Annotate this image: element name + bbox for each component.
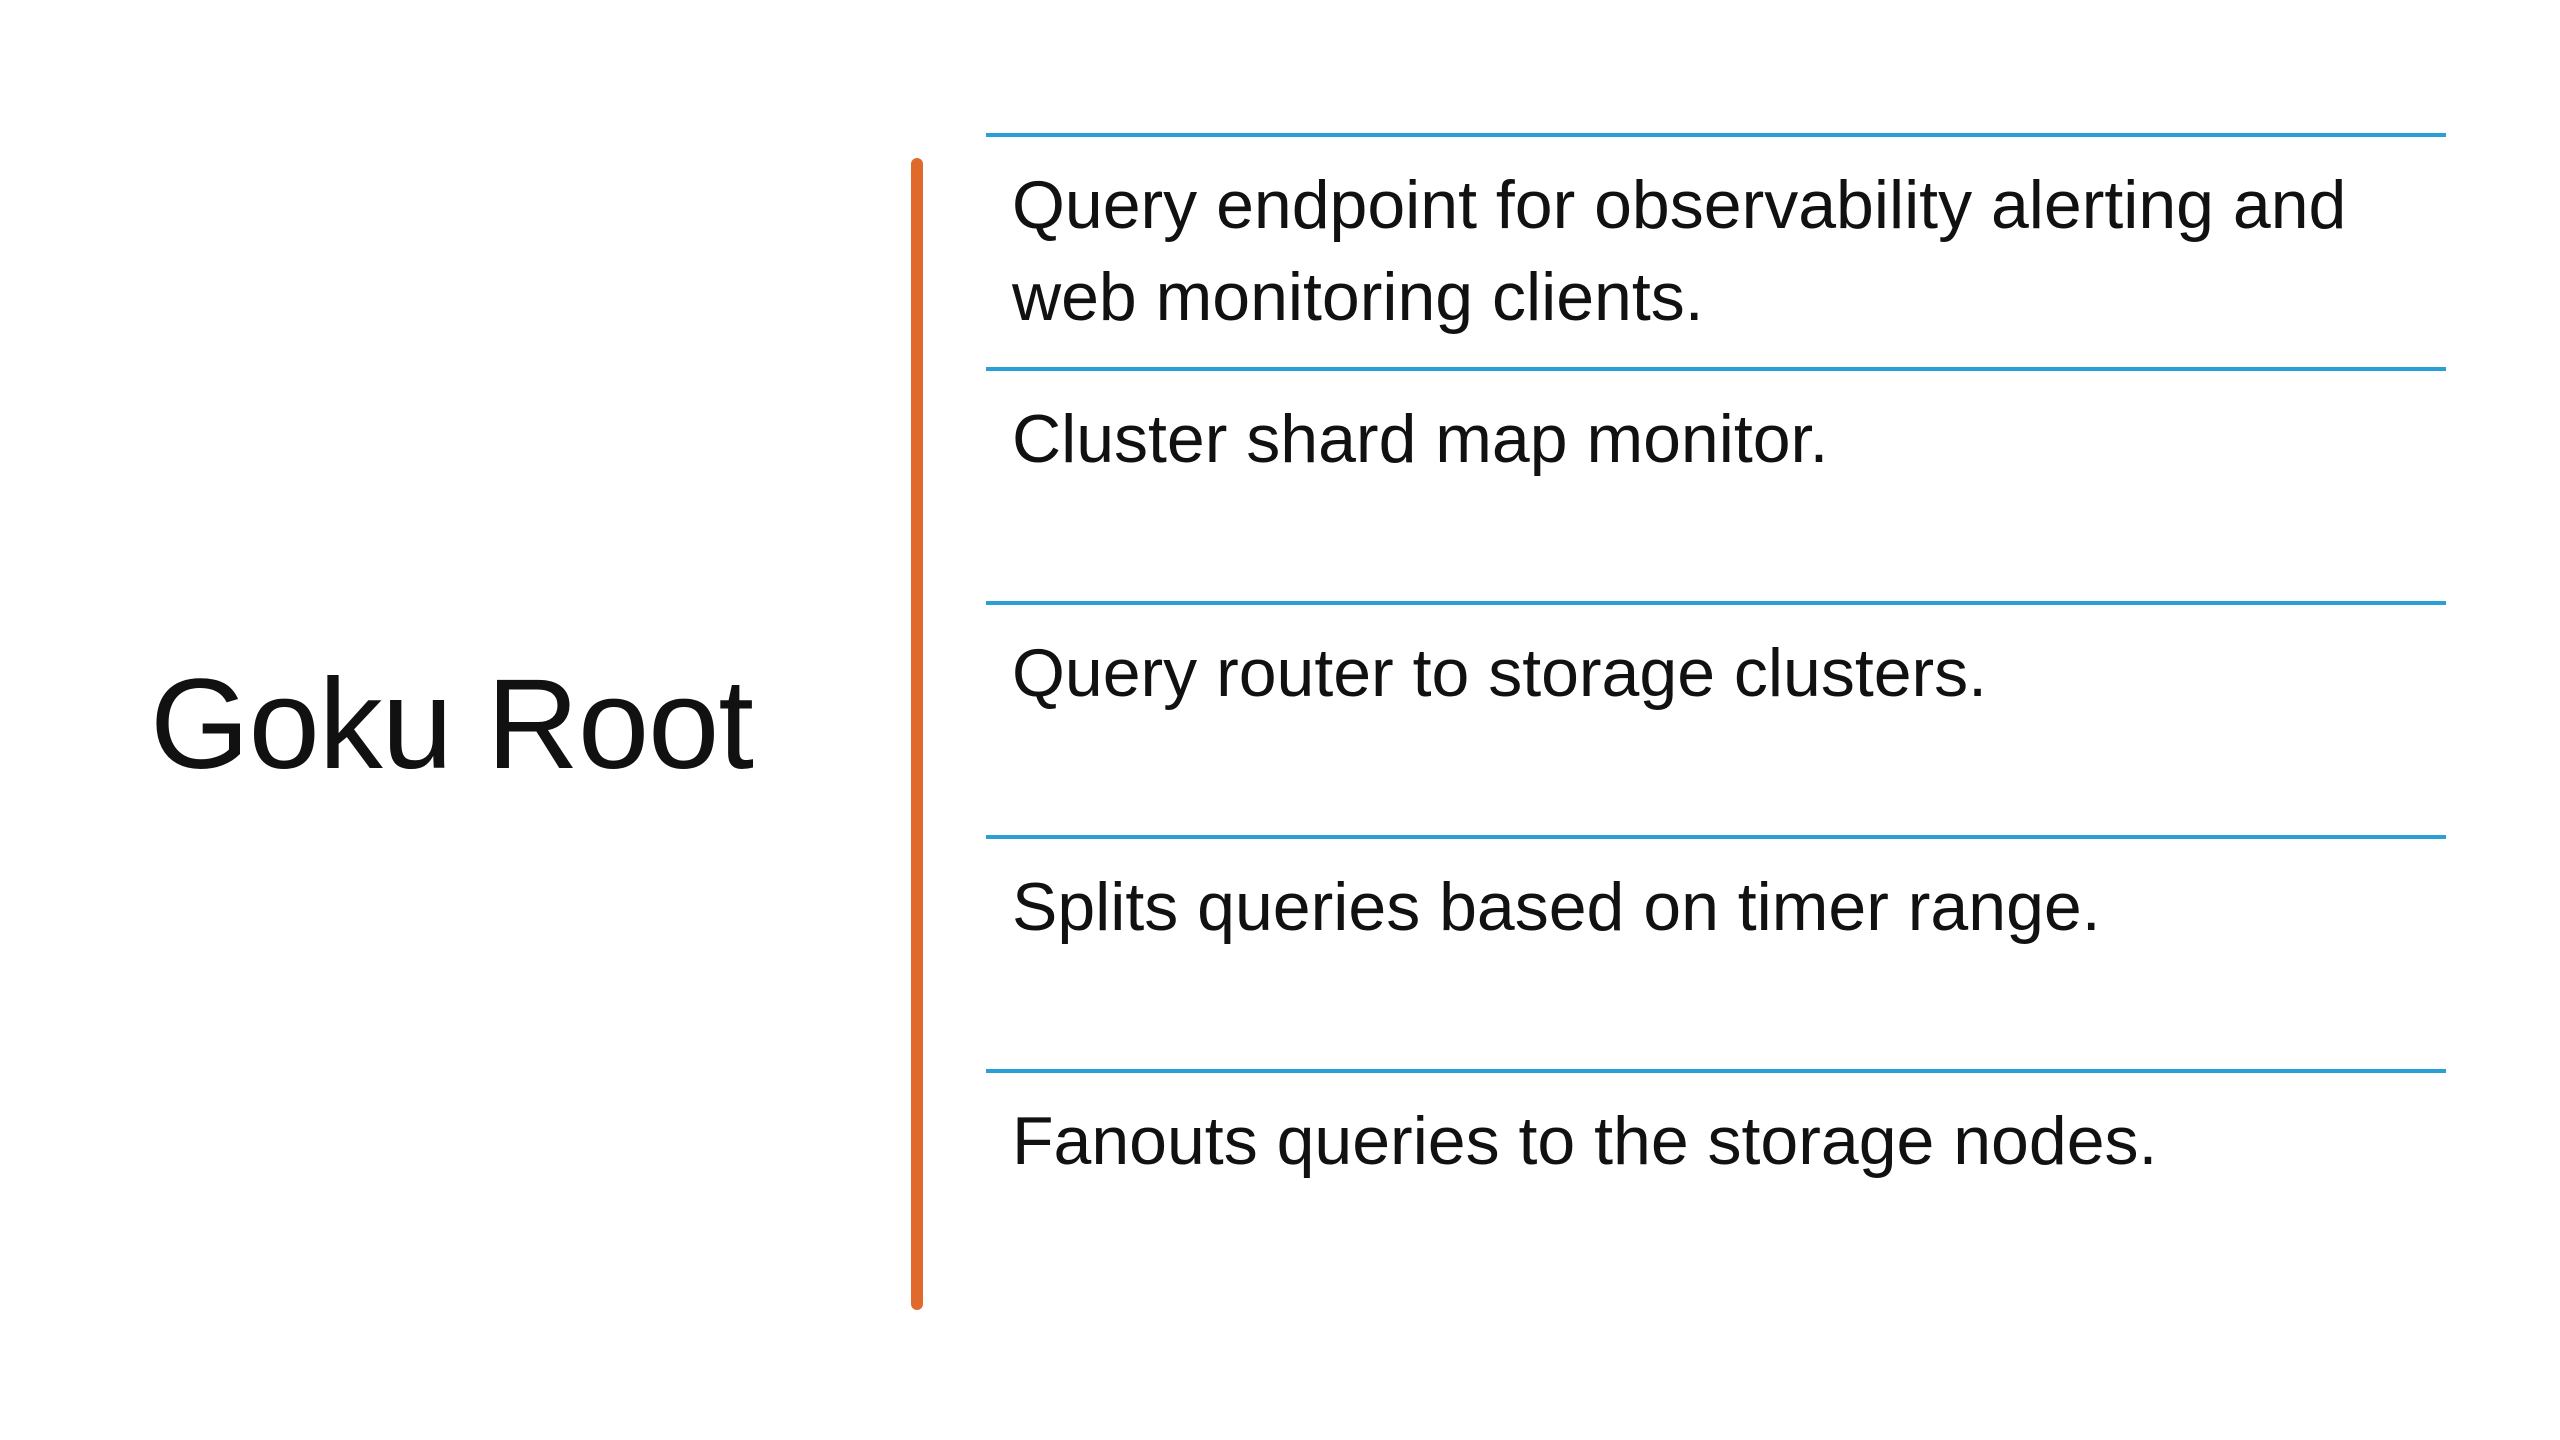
list-item-text: Splits queries based on timer range. (1012, 869, 2101, 945)
slide-title: Goku Root (150, 653, 754, 796)
list-item: Query endpoint for observability alertin… (986, 133, 2446, 367)
item-list: Query endpoint for observability alertin… (986, 133, 2446, 1303)
list-item: Query router to storage clusters. (986, 601, 2446, 835)
list-item: Splits queries based on timer range. (986, 835, 2446, 1069)
list-item-text: Cluster shard map monitor. (1012, 401, 1829, 477)
list-item-text: Query endpoint for observability alertin… (1012, 167, 2347, 335)
accent-divider (911, 158, 923, 1310)
list-item-text: Query router to storage clusters. (1012, 635, 1988, 711)
list-item: Fanouts queries to the storage nodes. (986, 1069, 2446, 1303)
list-item-text: Fanouts queries to the storage nodes. (1012, 1103, 2158, 1179)
list-item: Cluster shard map monitor. (986, 367, 2446, 601)
